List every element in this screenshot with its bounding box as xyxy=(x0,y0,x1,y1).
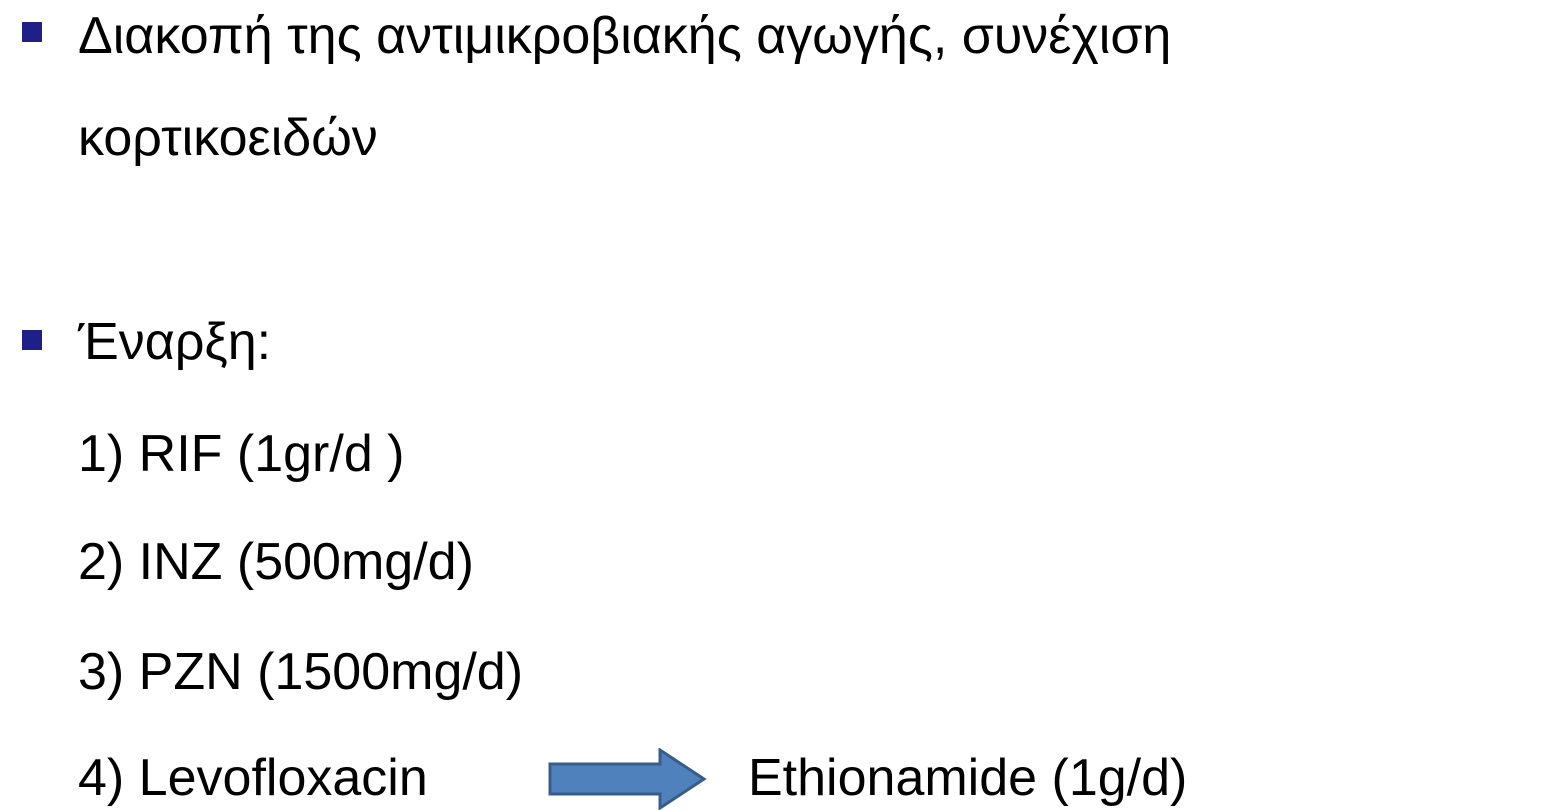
bullet-2-heading: Έναρξη: xyxy=(78,313,272,371)
bullet-square-icon xyxy=(22,22,42,42)
bullet-1-line-1: Διακοπή της αντιμικροβιακής αγωγής, συνέ… xyxy=(78,7,1172,65)
drug-item-4-from: 4) Levofloxacin xyxy=(78,749,428,807)
drug-item-1: 1) RIF (1gr/d ) xyxy=(78,425,405,483)
drug-item-2: 2) INZ (500mg/d) xyxy=(78,533,474,591)
drug-item-3: 3) PZN (1500mg/d) xyxy=(78,643,524,701)
bullet-1-line-2: κορτικοειδών xyxy=(78,109,378,167)
bullet-square-icon xyxy=(22,330,42,350)
right-arrow-icon xyxy=(548,748,707,810)
drug-item-4-to: Ethionamide (1g/d) xyxy=(748,749,1188,807)
